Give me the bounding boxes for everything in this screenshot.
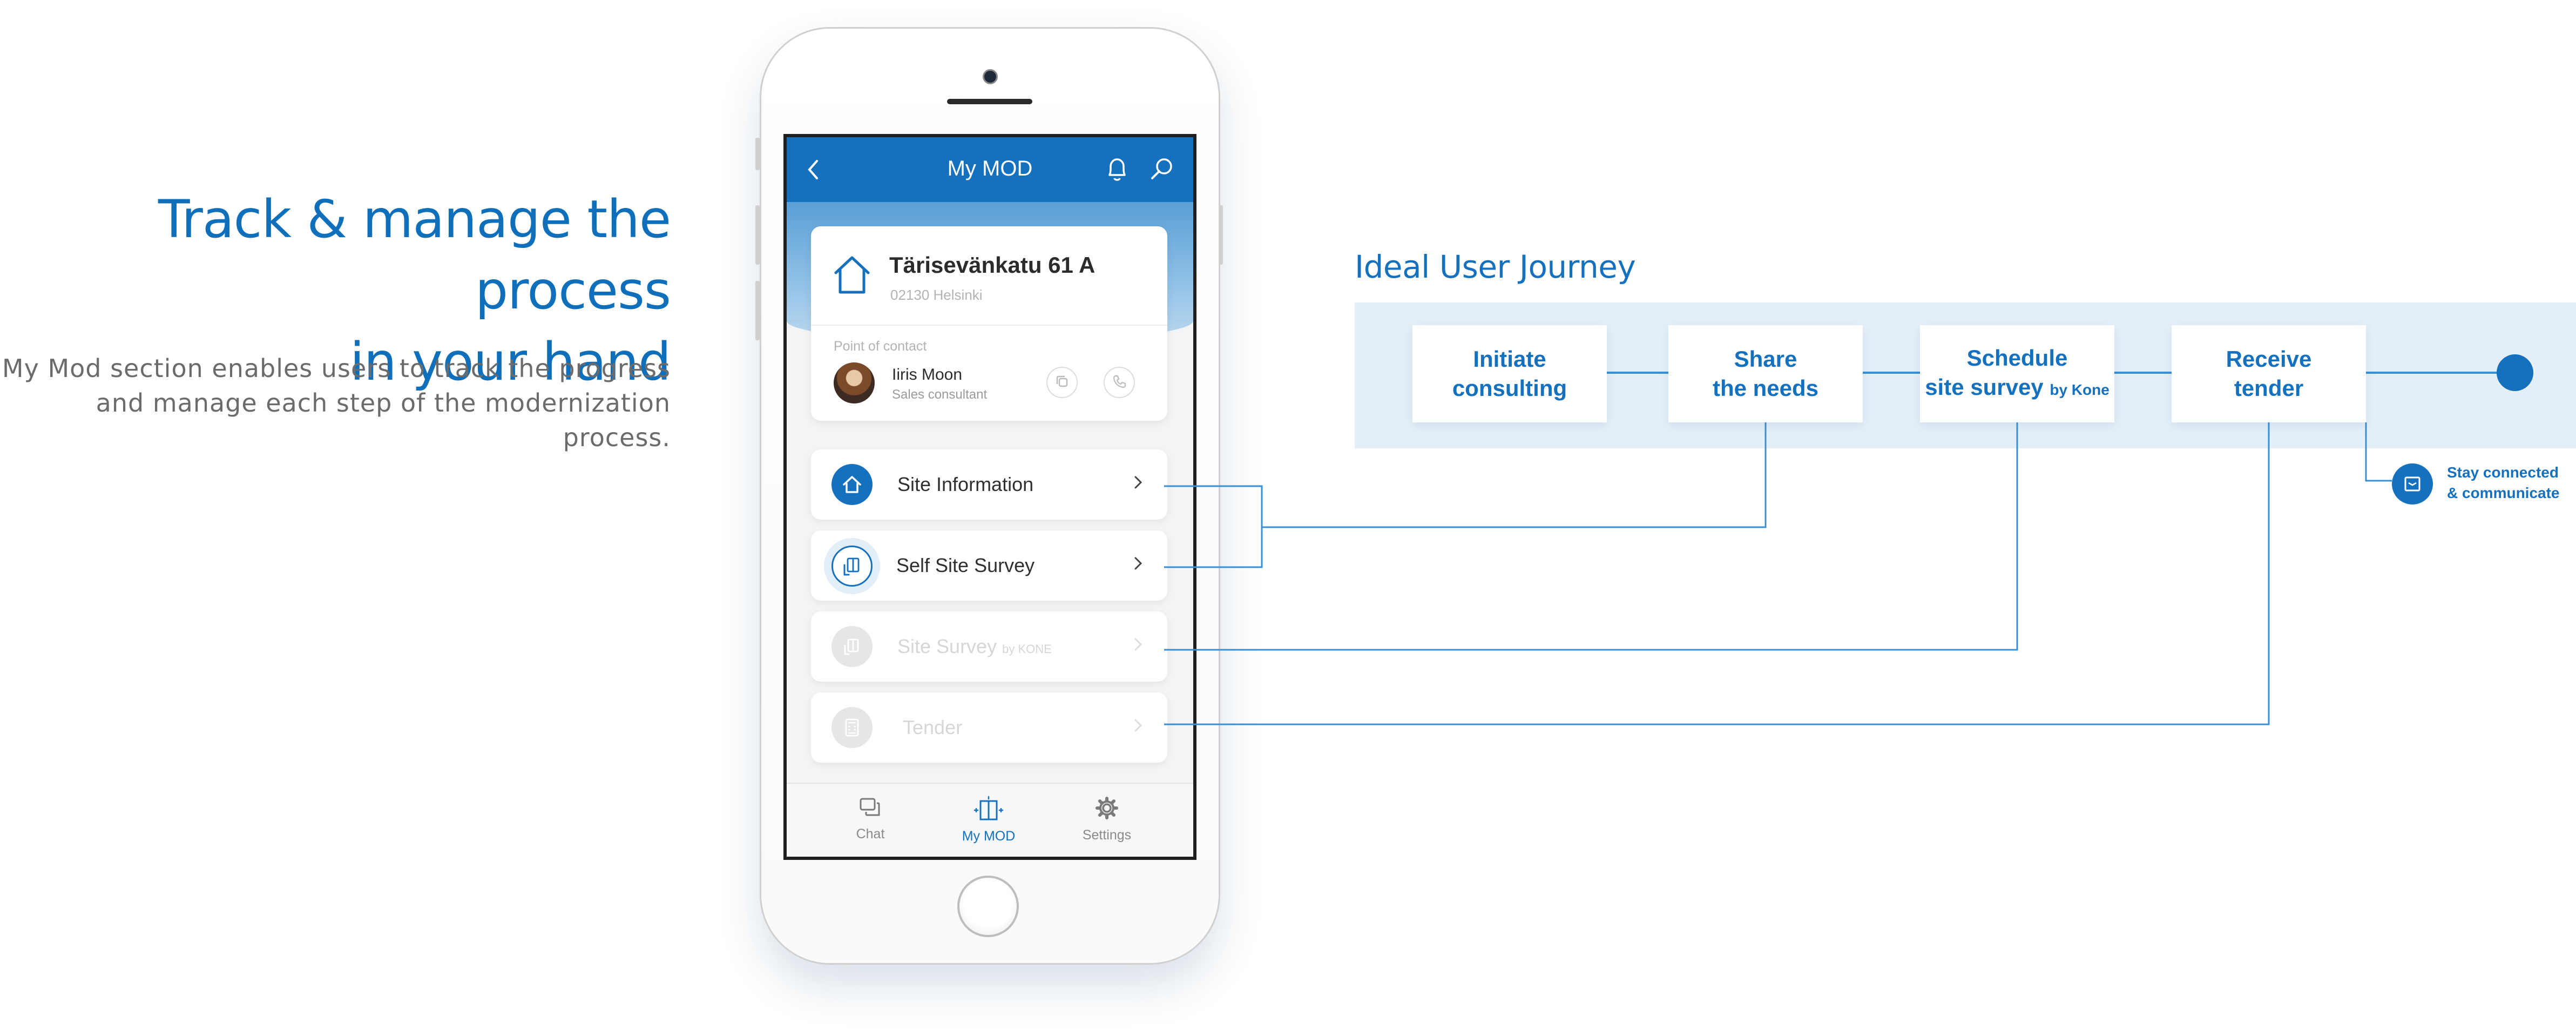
journey-step-schedule-site-survey: Schedule site survey by Kone — [1920, 325, 2114, 422]
contact-role: Sales consultant — [892, 387, 988, 402]
menu-item-self-site-survey[interactable]: Self Site Survey — [811, 530, 1167, 601]
headline-line-2: in your hand — [350, 332, 671, 392]
contact-copy-button[interactable] — [1046, 367, 1078, 398]
phone-power-button — [1219, 205, 1223, 265]
site-address-postal: 02130 Helsinki — [890, 287, 983, 303]
house-icon — [831, 253, 873, 299]
site-address-street: Tärisevänkatu 61 A — [889, 252, 1096, 278]
step-line-1: Initiate — [1473, 346, 1546, 372]
gear-icon — [1094, 797, 1119, 823]
phone-volume-up — [755, 205, 760, 265]
menu-item-label-main: Site Survey — [897, 635, 997, 657]
chevron-right-icon — [1133, 473, 1144, 494]
phone-mute-switch — [755, 138, 760, 170]
phone-home-button[interactable] — [957, 876, 1019, 937]
phone-volume-down — [755, 281, 760, 340]
menu-item-label: Site Survey by KONE — [897, 635, 1052, 658]
tab-label: Settings — [1082, 828, 1132, 843]
journey-end-dot — [2497, 354, 2533, 391]
mod-icon — [967, 796, 1010, 824]
tab-settings[interactable]: Settings — [1058, 796, 1155, 843]
step-line-2: the needs — [1712, 375, 1819, 401]
journey-title: Ideal User Journey — [1355, 248, 1636, 285]
tab-label: Chat — [856, 826, 885, 842]
house-icon — [831, 464, 873, 505]
page-headline: Track & manage the process in your hand — [0, 184, 671, 398]
app-nav-bar: My MOD — [787, 137, 1193, 202]
chevron-right-icon — [1133, 554, 1144, 575]
step-line-1: Receive — [2226, 346, 2312, 372]
chevron-right-icon — [1133, 716, 1144, 737]
description-line-2: and manage each step of the modernizatio… — [96, 388, 671, 452]
card-divider — [811, 325, 1167, 326]
step-line-2-suffix: by Kone — [2050, 381, 2110, 398]
survey-icon — [831, 546, 873, 587]
app-screen: My MOD Tärisevänkatu 61 A 02130 Helsinki… — [783, 134, 1196, 860]
step-line-2: tender — [2234, 375, 2304, 401]
step-line-2: consulting — [1452, 375, 1567, 401]
survey-icon-halo — [824, 538, 880, 594]
site-address-card: Tärisevänkatu 61 A 02130 Helsinki Point … — [811, 226, 1167, 421]
menu-item-label: Self Site Survey — [896, 554, 1035, 576]
step-line-2-main: site survey — [1925, 374, 2044, 400]
tab-my-mod[interactable]: My MOD — [940, 796, 1037, 844]
contact-call-button[interactable] — [1104, 367, 1135, 398]
stay-connected-label: Stay connected & communicate — [2447, 464, 2560, 501]
page-description: My Mod section enables users to track th… — [0, 351, 671, 455]
step-line-1: Share — [1734, 346, 1797, 372]
menu-item-label: Site Information — [897, 473, 1034, 495]
journey-step-share-needs: Share the needs — [1668, 325, 1863, 422]
menu-item-site-survey-by-kone: Site Survey by KONE — [811, 611, 1167, 682]
menu-item-tender: Tender — [811, 692, 1167, 763]
search-icon[interactable] — [1150, 157, 1174, 184]
calculator-icon — [831, 707, 873, 748]
chat-icon — [857, 798, 883, 822]
menu-to-step-connectors — [1164, 422, 2392, 725]
tab-label: My MOD — [962, 829, 1016, 844]
journey-step-receive-tender: Receive tender — [2172, 325, 2366, 422]
contact-name: Iiris Moon — [892, 366, 963, 384]
tab-chat[interactable]: Chat — [822, 796, 919, 842]
message-icon — [2392, 463, 2433, 504]
phone-camera — [983, 69, 998, 84]
bell-icon[interactable] — [1105, 156, 1129, 185]
headline-line-1: Track & manage the process — [158, 189, 671, 321]
back-icon[interactable] — [806, 159, 820, 183]
contact-label: Point of contact — [834, 339, 927, 354]
nav-title: My MOD — [947, 157, 1033, 180]
menu-item-site-information[interactable]: Site Information — [811, 449, 1167, 520]
description-line-1: My Mod section enables users to track th… — [2, 354, 671, 383]
step-line-1: Schedule — [1966, 345, 2068, 371]
bottom-tab-bar: Chat My MOD Settings — [787, 783, 1193, 857]
step-line-2: site survey by Kone — [1925, 373, 2110, 405]
journey-step-initiate-consulting: Initiate consulting — [1412, 325, 1607, 422]
copy-icon — [1054, 373, 1070, 392]
chevron-right-icon — [1133, 635, 1144, 656]
contact-avatar — [834, 362, 875, 403]
survey-icon — [831, 626, 873, 667]
menu-item-label-suffix: by KONE — [1002, 642, 1052, 656]
menu-item-label: Tender — [903, 716, 963, 738]
phone-icon — [1111, 373, 1127, 392]
phone-speaker — [947, 99, 1032, 104]
